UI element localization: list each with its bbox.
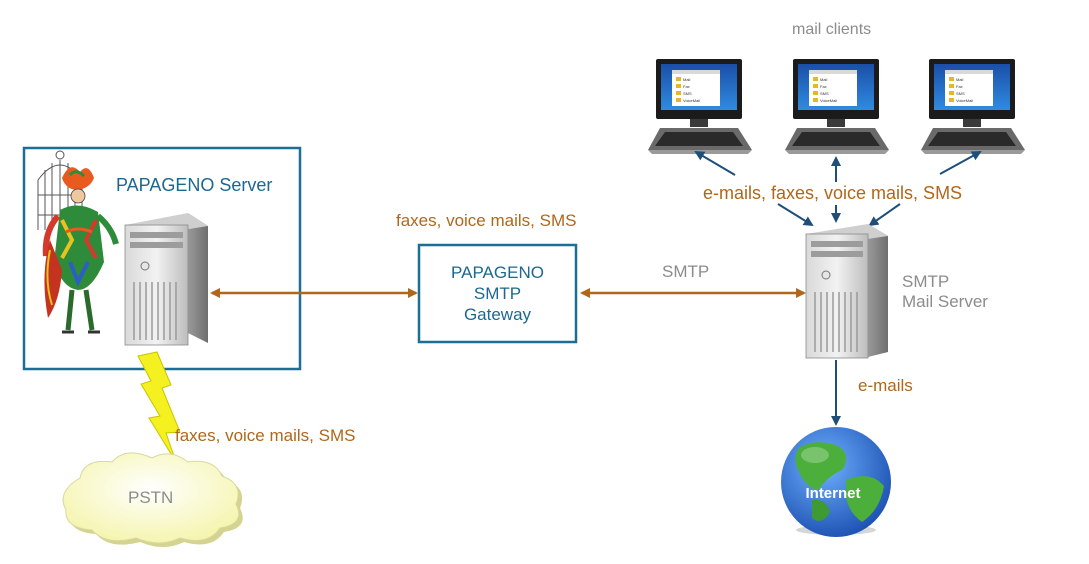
server-to-client1-arrow [694,150,736,176]
gateway-title-line1: PAPAGENO [451,263,544,282]
mail-client-computer-2 [785,59,889,154]
client1-to-server-arrow [777,203,814,227]
papageno-server-tower-icon [124,213,208,346]
pstn-label: PSTN [128,488,174,507]
smtp-protocol-label: SMTP [662,262,710,281]
lightning-bolt-icon [137,351,181,463]
client1-screen-item: SMS [683,91,692,96]
gateway-title-line3: Gateway [463,305,532,324]
mail-clients-label: mail clients [792,21,872,38]
gateway-traffic-label-top: faxes, voice mails, SMS [396,211,577,230]
mail-client-computer-1 [648,59,752,154]
client3-screen-item: Mail [956,77,963,82]
gateway-title-line2: SMTP [473,284,522,303]
client3-screen-item: SMS [956,91,965,96]
client2-screen-item: Mail [820,77,827,82]
gateway-box [417,243,578,344]
gateway-title: PAPAGENO SMTP Gateway [419,262,576,325]
client2-screen-item: VoiceMail [820,98,837,103]
smtp-mail-server-tower-icon [805,224,888,359]
server-to-client3-arrow [939,151,982,175]
internet-label: Internet [805,485,860,502]
smtp-mail-server-label: SMTP Mail Server [902,272,988,312]
pstn-traffic-label: faxes, voice mails, SMS [175,426,356,445]
papageno-figure-icon [37,150,119,334]
papageno-server-title: PAPAGENO Server [116,175,273,195]
mail-server-label-line2: Mail Server [902,292,988,311]
mail-server-label-line1: SMTP [902,272,950,291]
client3-screen-item: Fax [956,84,963,89]
internet-globe-icon [781,427,891,537]
client1-screen-item: Mail [683,77,690,82]
client-traffic-label: e-mails, faxes, voice mails, SMS [703,183,963,203]
client3-to-server-arrow [868,203,901,227]
client1-screen-item: Fax [683,84,690,89]
client2-screen-item: Fax [820,84,827,89]
emails-label: e-mails [858,376,913,395]
pstn-cloud-icon [62,452,243,547]
mail-client-computer-3 [921,59,1025,154]
client2-screen-item: SMS [820,91,829,96]
client3-screen-item: VoiceMail [956,98,973,103]
client1-screen-item: VoiceMail [683,98,700,103]
